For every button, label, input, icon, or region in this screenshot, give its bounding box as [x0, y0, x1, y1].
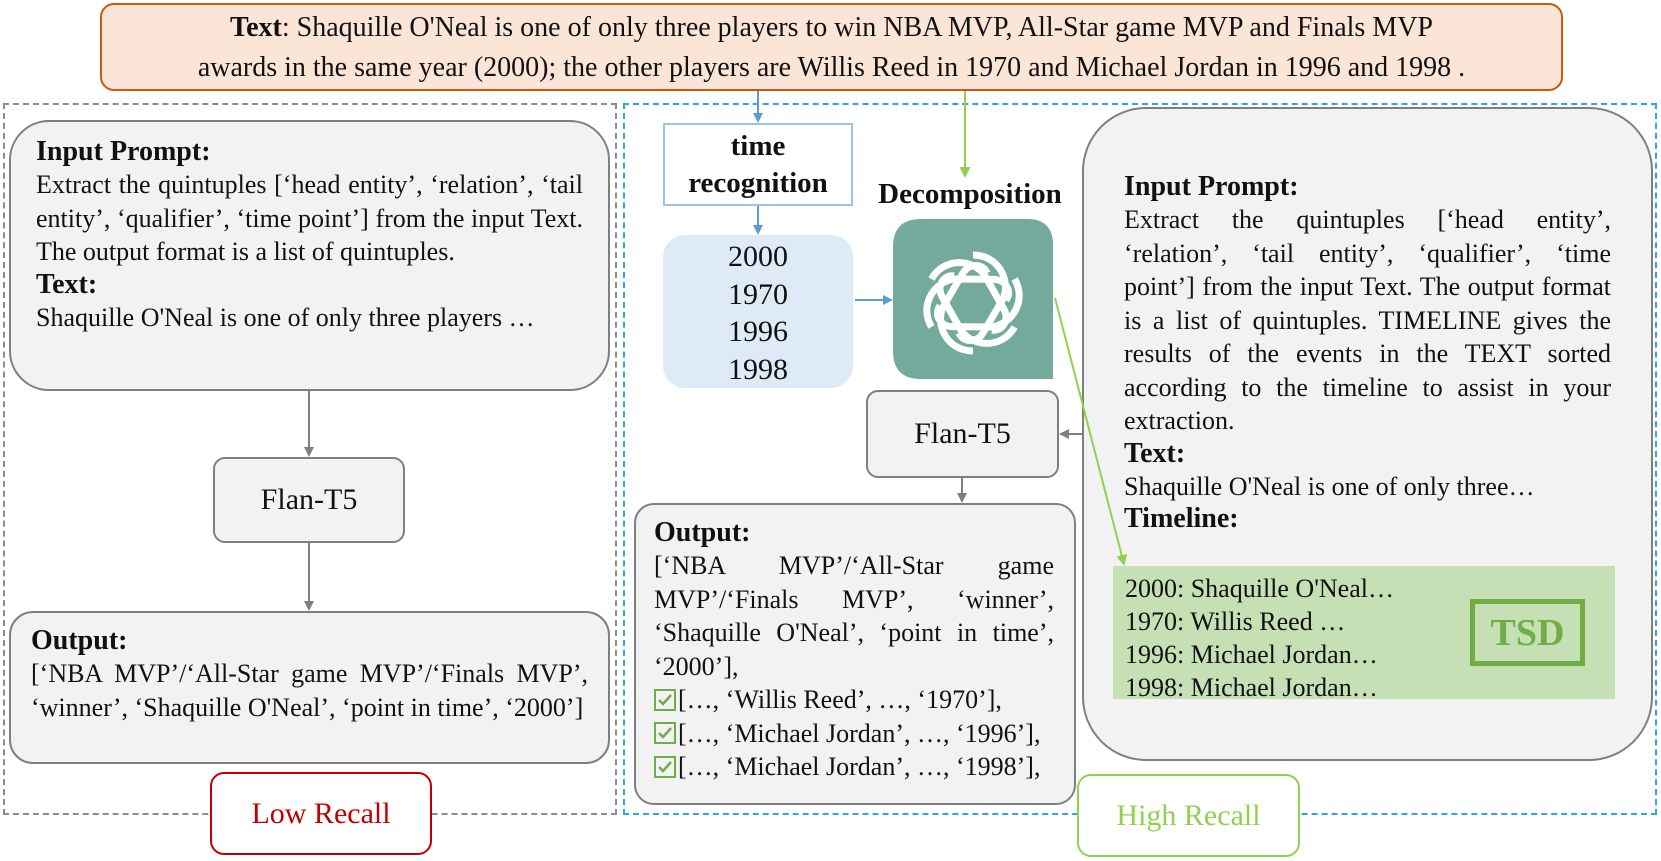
left-input-prompt-box: Input Prompt: Extract the quintuples [‘h… — [9, 120, 610, 391]
time-recognition-line1: time — [730, 130, 786, 162]
timeline-item: 2000: Shaquille O'Neal… — [1125, 574, 1394, 603]
timeline-item: 1996: Michael Jordan… — [1125, 640, 1378, 669]
left-prompt-body: Extract the quintuples [‘head entity’, ‘… — [36, 170, 583, 266]
left-flan-t5-box: Flan-T5 — [213, 457, 405, 543]
left-output-body: [‘NBA MVP’/‘All-Star game MVP’/‘Finals M… — [31, 659, 588, 722]
chatgpt-logo-icon — [893, 219, 1053, 379]
year-item: 2000 — [728, 240, 788, 273]
right-output-box: Output: [‘NBA MVP’/‘All-Star game MVP’/‘… — [634, 503, 1076, 805]
left-output-heading: Output — [31, 625, 119, 656]
timeline-heading: Timeline — [1124, 503, 1230, 534]
year-item: 1970 — [728, 277, 788, 311]
right-prompt-heading: Input Prompt — [1124, 171, 1290, 202]
year-item: 1998 — [728, 352, 788, 386]
source-text-label: Text — [229, 12, 282, 43]
left-text-body: Shaquille O'Neal is one of only three pl… — [36, 302, 535, 332]
high-recall-label: High Recall — [1077, 774, 1300, 857]
left-output-box: Output: [‘NBA MVP’/‘All-Star game MVP’/‘… — [9, 611, 610, 764]
checkbox-checked-icon — [654, 688, 676, 711]
low-recall-label: Low Recall — [210, 772, 432, 855]
decomposition-label: Decomposition — [878, 178, 1062, 210]
left-prompt-heading: Input Prompt — [36, 136, 202, 167]
output-checked-row: […, ‘Michael Jordan’, …, ‘1998’], — [654, 750, 1054, 784]
timeline-panel: 2000: Shaquille O'Neal… 1970: Willis Ree… — [1113, 566, 1615, 702]
output-checked-row: […, ‘Michael Jordan’, …, ‘1996’], — [654, 717, 1054, 751]
timeline-item: 1998: Michael Jordan… — [1125, 673, 1378, 702]
source-text-line1: : Shaquille O'Neal is one of only three … — [281, 12, 1433, 43]
right-prompt-body: Extract the quintuples [‘head entity’, ‘… — [1124, 205, 1611, 435]
right-output-first: [‘NBA MVP’/‘All-Star game MVP’/‘Finals M… — [654, 551, 1054, 681]
source-text-box: Text: Shaquille O'Neal is one of only th… — [100, 3, 1563, 91]
output-checked-text: […, ‘Willis Reed’, …, ‘1970’], — [678, 685, 1002, 714]
timeline-item: 1970: Willis Reed … — [1125, 607, 1346, 636]
left-text-heading: Text — [36, 268, 88, 300]
checkbox-checked-icon — [654, 755, 676, 778]
time-recognition-line2: recognition — [688, 167, 828, 199]
right-flan-t5-box: Flan-T5 — [866, 390, 1059, 478]
right-text-heading: Text — [1124, 437, 1176, 469]
source-text-line2: awards in the same year (2000); the othe… — [197, 52, 1466, 83]
right-output-heading: Output — [654, 517, 742, 548]
right-text-body: Shaquille O'Neal is one of only three… — [1124, 471, 1535, 501]
year-item: 1996 — [728, 315, 788, 348]
years-box: 2000 1970 1996 1998 — [663, 235, 853, 388]
checkbox-checked-icon — [654, 722, 676, 745]
output-checked-row: […, ‘Willis Reed’, …, ‘1970’], — [654, 683, 1054, 717]
time-recognition-box: time recognition — [663, 123, 853, 206]
output-checked-text: […, ‘Michael Jordan’, …, ‘1998’], — [678, 752, 1041, 781]
tsd-badge: TSD — [1470, 599, 1585, 666]
output-checked-text: […, ‘Michael Jordan’, …, ‘1996’], — [678, 718, 1041, 748]
